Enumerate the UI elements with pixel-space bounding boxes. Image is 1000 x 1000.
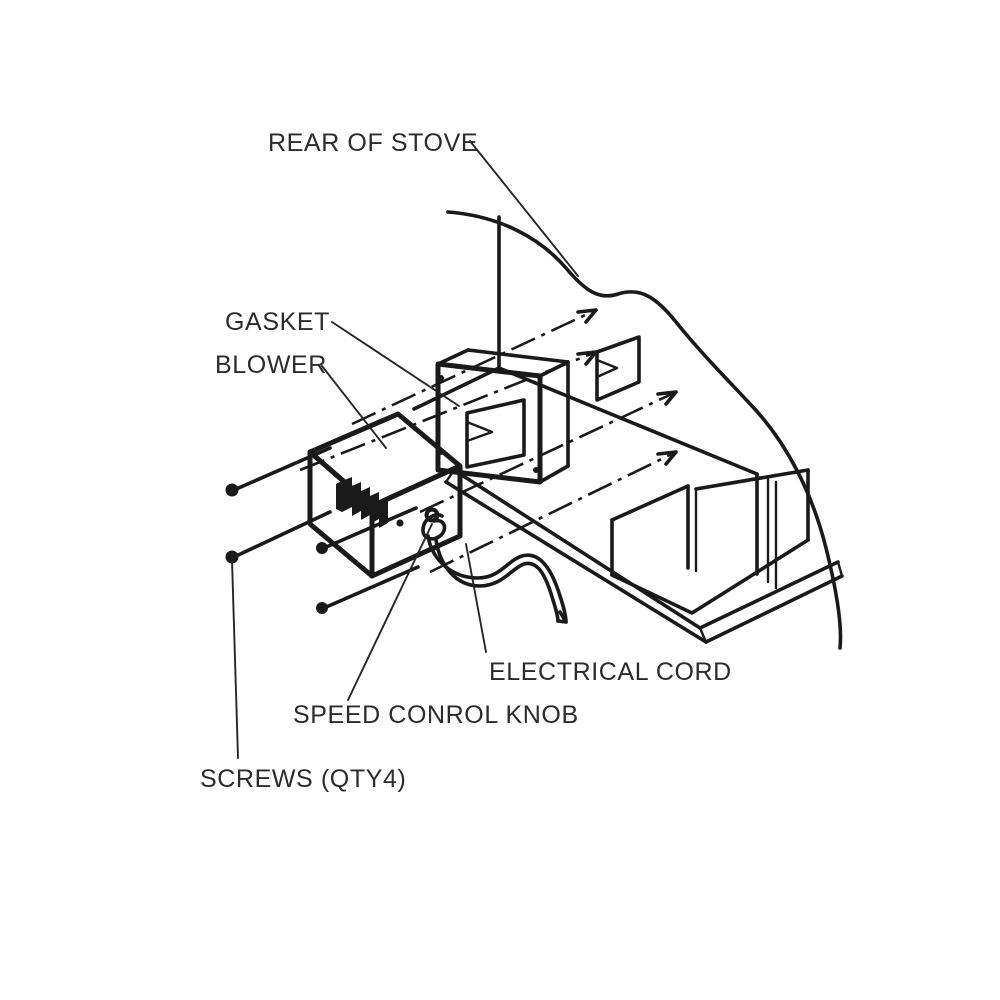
- label-gasket: GASKET: [225, 308, 330, 336]
- gasket-hole-br: [533, 467, 539, 473]
- leader-gasket: [331, 321, 460, 407]
- gasket-back-top: [436, 348, 470, 366]
- cord-line-upper: [426, 534, 568, 624]
- base-flange-edge-apex: [698, 626, 708, 644]
- gasket-back-top-edge: [466, 348, 570, 364]
- stove-break-line: [446, 210, 843, 650]
- leader-electrical-cord: [465, 543, 487, 653]
- leader-blower: [321, 365, 387, 449]
- centerline-lowest: [429, 450, 677, 574]
- blower-right-face: [369, 463, 463, 579]
- label-blower: BLOWER: [215, 351, 327, 379]
- base-flange-top-right: [698, 560, 840, 630]
- base-flange-edge-right: [836, 560, 844, 578]
- stove-wall-opening: [595, 335, 641, 402]
- stove-deck-edge: [412, 366, 501, 411]
- screw-icon: [316, 506, 418, 554]
- centerline-lower-arrow: [656, 390, 678, 406]
- stove-base-flange: [444, 468, 844, 644]
- gasket-cutout: [465, 398, 526, 469]
- screw-icon: [225, 446, 332, 497]
- leader-screws: [231, 559, 239, 759]
- base-flange-top-left: [452, 468, 702, 630]
- label-screws: SCREWS (QTY4): [200, 765, 406, 793]
- label-rear-of-stove: REAR OF STOVE: [268, 129, 478, 157]
- centerline-lowest-arrow: [656, 450, 678, 466]
- label-speed-control-knob: SPEED CONROL KNOB: [293, 701, 579, 729]
- cord-line-lower: [434, 538, 560, 623]
- leader-rear-of-stove: [469, 140, 579, 277]
- leader-lines: [231, 140, 579, 759]
- screws-group: [225, 446, 420, 614]
- pedestal-top-left-edge: [610, 484, 690, 522]
- assembly-centerlines: [299, 308, 678, 574]
- gasket-cutout-notch: [465, 420, 494, 443]
- base-flange-bottom-right: [704, 574, 844, 644]
- leader-speed-knob: [347, 523, 433, 701]
- stove-wall-opening-notch: [595, 358, 619, 379]
- centerline-mid: [299, 350, 597, 472]
- base-flange-bottom-left: [444, 480, 708, 644]
- stove-body: [412, 210, 844, 650]
- gasket-back-bottom-edge: [538, 464, 570, 484]
- centerline-mid-arrow: [576, 350, 598, 366]
- screw-icon: [316, 565, 420, 614]
- electrical-cord: [421, 512, 568, 624]
- screw-icon: [225, 510, 332, 564]
- pedestal-top-right-edge: [694, 468, 810, 491]
- gasket-hole-tl: [438, 375, 444, 381]
- cord-plug-icon: [556, 610, 568, 624]
- centerline-upper-arrow: [576, 308, 598, 324]
- centerline-upper: [351, 308, 597, 426]
- vent-grille-icon: [336, 477, 388, 528]
- centerline-lower: [419, 390, 677, 514]
- label-electrical-cord: ELECTRICAL CORD: [489, 658, 732, 686]
